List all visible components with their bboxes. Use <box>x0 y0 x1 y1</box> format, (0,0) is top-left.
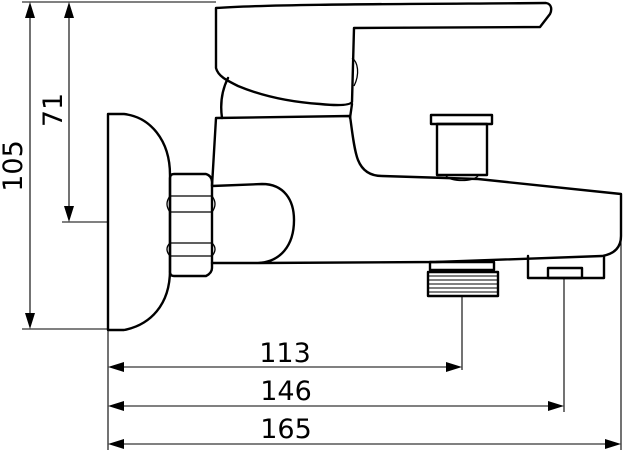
dimension-165-label: 165 <box>260 414 312 445</box>
dimension-113: 113 <box>108 338 462 372</box>
dimension-71: 71 <box>38 2 74 222</box>
dimension-113-label: 113 <box>259 338 311 369</box>
threaded-outlet <box>426 260 500 298</box>
dimension-146: 146 <box>108 376 564 411</box>
faucet-body <box>210 114 623 265</box>
handle-knob <box>351 57 359 87</box>
dimension-165: 165 <box>108 414 621 449</box>
faucet-outline <box>106 1 623 332</box>
dimension-105: 105 <box>0 2 35 329</box>
wall-rosette <box>106 112 172 332</box>
handle-stem <box>220 76 354 120</box>
dimension-71-label: 71 <box>38 93 69 127</box>
extension-lines <box>22 1 622 450</box>
lever-handle <box>214 1 553 107</box>
dimension-146-label: 146 <box>260 376 312 407</box>
spout-aerator <box>526 254 606 280</box>
dimension-105-label: 105 <box>0 140 29 192</box>
hex-nut <box>166 172 216 278</box>
diverter-knob <box>429 113 494 182</box>
